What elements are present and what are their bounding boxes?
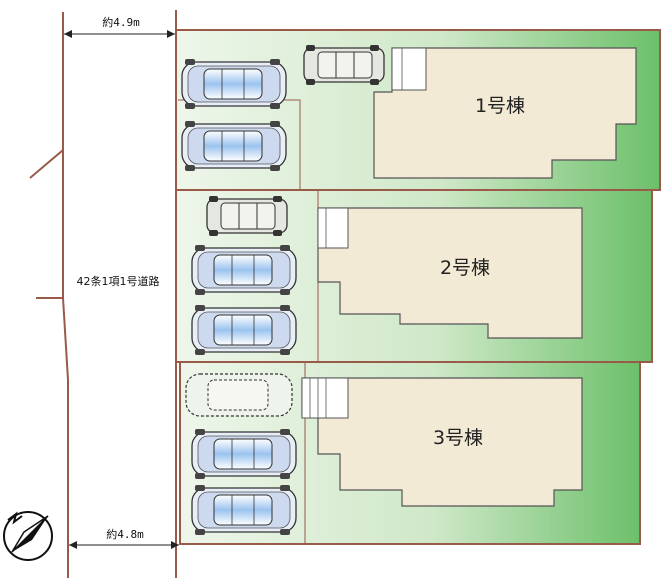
road [29, 10, 177, 578]
building-1: 1号棟 [373, 47, 637, 179]
car-icon [191, 484, 297, 536]
car-icon [191, 428, 297, 480]
building-2-label: 2号棟 [440, 257, 490, 279]
car-icon [191, 244, 297, 296]
building-3-label: 3号棟 [433, 427, 483, 449]
compass-north-icon [3, 511, 53, 561]
car-icon [185, 373, 293, 417]
car-icon [191, 304, 297, 356]
car-icon [206, 195, 288, 237]
road-width-bottom: 約4.8m [69, 526, 179, 549]
road-width-top-label: 約4.9m [102, 15, 140, 29]
car-icon [181, 120, 287, 172]
building-2: 2号棟 [317, 207, 583, 339]
road-width-bottom-label: 約4.8m [106, 527, 144, 541]
road-width-top: 約4.9m [64, 14, 175, 38]
road-label: 42条1項1号道路 [77, 274, 160, 288]
building-1-label: 1号棟 [475, 95, 525, 117]
car-icon [303, 44, 385, 86]
car-icon [181, 58, 287, 110]
building-3: 3号棟 [301, 377, 583, 507]
